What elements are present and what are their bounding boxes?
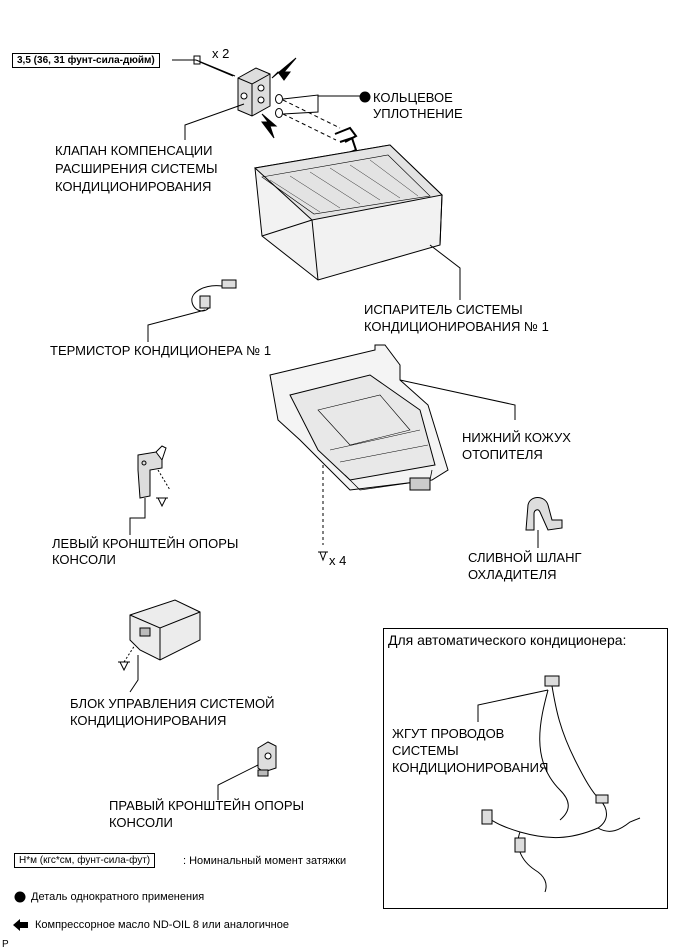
o-ring-label-1: КОЛЬЦЕВОЕ xyxy=(373,90,453,105)
torque-spec-box: 3,5 (36, 31 фунт-сила-дюйм) xyxy=(12,53,160,68)
ac-control-unit xyxy=(118,599,201,672)
case-leader xyxy=(399,379,516,420)
harness-label-2: СИСТЕМЫ xyxy=(392,743,459,758)
thermistor-label: ТЕРМИСТОР КОНДИЦИОНЕРА № 1 xyxy=(50,343,272,358)
legend-torque-desc: : Номинальный момент затяжки xyxy=(183,855,347,867)
right-bracket-label-2: КОНСОЛИ xyxy=(109,815,173,830)
control-unit-label-2: КОНДИЦИОНИРОВАНИЯ xyxy=(70,713,227,728)
o-ring-lower xyxy=(275,108,283,118)
evaporator-leader xyxy=(429,244,461,300)
auto-ac-title: Для автоматического кондиционера: xyxy=(388,632,627,648)
valve-leader xyxy=(184,103,245,140)
legend-torque-unit: Н*м (кгс*см, фунт-сила-фут) xyxy=(14,853,156,868)
harness-label-1: ЖГУТ ПРОВОДОВ xyxy=(392,726,505,741)
lower-heater-case xyxy=(269,344,449,491)
one-time-dot xyxy=(359,91,371,103)
thermistor xyxy=(191,279,237,312)
case-screw-qty: x 4 xyxy=(329,553,347,568)
harness-label-3: КОНДИЦИОНИРОВАНИЯ xyxy=(392,760,549,775)
evaporator-label-2: КОНДИЦИОНИРОВАНИЯ № 1 xyxy=(364,319,549,334)
lower-case-label-2: ОТОПИТЕЛЯ xyxy=(462,447,543,462)
oil-arrow-upper xyxy=(271,57,297,81)
legend-arrow-icon xyxy=(13,919,28,931)
valve-bolt-qty: x 2 xyxy=(212,46,230,61)
control-unit-label-1: БЛОК УПРАВЛЕНИЯ СИСТЕМОЙ xyxy=(70,696,275,711)
o-ring-leader xyxy=(282,94,319,115)
oil-arrow-lower xyxy=(261,113,278,139)
drain-hose-label-1: СЛИВНОЙ ШЛАНГ xyxy=(468,550,582,565)
left-bracket-label-2: КОНСОЛИ xyxy=(52,552,116,567)
auto-ac-frame xyxy=(383,628,668,909)
valve-label-3: КОНДИЦИОНИРОВАНИЯ xyxy=(55,179,212,194)
legend-dot xyxy=(14,891,26,903)
right-bracket-label-1: ПРАВЫЙ КРОНШТЕЙН ОПОРЫ xyxy=(109,798,305,813)
ac-wire-harness xyxy=(481,675,641,893)
evaporator xyxy=(253,126,444,281)
left-console-bracket xyxy=(137,445,171,508)
legend-oil: Компрессорное масло ND-OIL 8 или аналоги… xyxy=(35,919,289,931)
expansion-valve xyxy=(237,67,271,117)
o-ring-label-2: УПЛОТНЕНИЕ xyxy=(373,106,463,121)
left-bracket-label-1: ЛЕВЫЙ КРОНШТЕЙН ОПОРЫ xyxy=(52,536,239,551)
lower-case-label-1: НИЖНИЙ КОЖУХ xyxy=(462,430,571,445)
harness-leader xyxy=(477,689,549,722)
legend-one-time: Деталь однократного применения xyxy=(31,891,205,903)
control-leader xyxy=(129,655,139,693)
drain-hose-label-2: ОХЛАДИТЕЛЯ xyxy=(468,567,557,582)
thermistor-leader xyxy=(147,309,206,342)
right-console-bracket xyxy=(257,741,277,777)
case-screw xyxy=(318,551,328,562)
right-bracket-leader xyxy=(217,764,259,800)
o-ring-upper xyxy=(275,94,283,104)
corner-mark: P xyxy=(2,939,9,950)
left-bracket-leader xyxy=(129,498,146,535)
drain-hose xyxy=(525,497,563,531)
valve-label-2: РАСШИРЕНИЯ СИСТЕМЫ xyxy=(55,161,218,176)
valve-bolt xyxy=(172,55,236,77)
evaporator-label-1: ИСПАРИТЕЛЬ СИСТЕМЫ xyxy=(364,302,523,317)
valve-label-1: КЛАПАН КОМПЕНСАЦИИ xyxy=(55,143,213,158)
